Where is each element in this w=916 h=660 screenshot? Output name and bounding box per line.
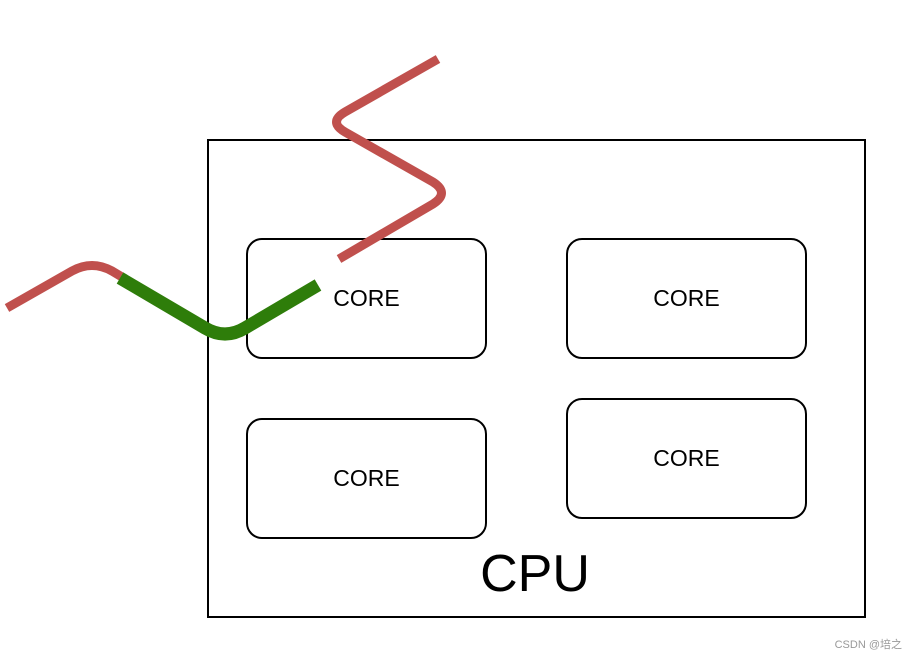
red-thread-left: [4, 261, 125, 312]
core-label: CORE: [653, 445, 720, 471]
core-label: CORE: [333, 285, 400, 311]
cpu-box: [207, 139, 866, 618]
watermark: CSDN @培之: [834, 639, 902, 651]
cpu-label: CPU: [480, 545, 590, 603]
core-label: CORE: [653, 285, 720, 311]
core-box-2: CORE: [566, 238, 807, 359]
core-box-4: CORE: [566, 398, 807, 519]
core-label: CORE: [333, 465, 400, 491]
core-box-1: CORE: [246, 238, 487, 359]
core-box-3: CORE: [246, 418, 487, 539]
